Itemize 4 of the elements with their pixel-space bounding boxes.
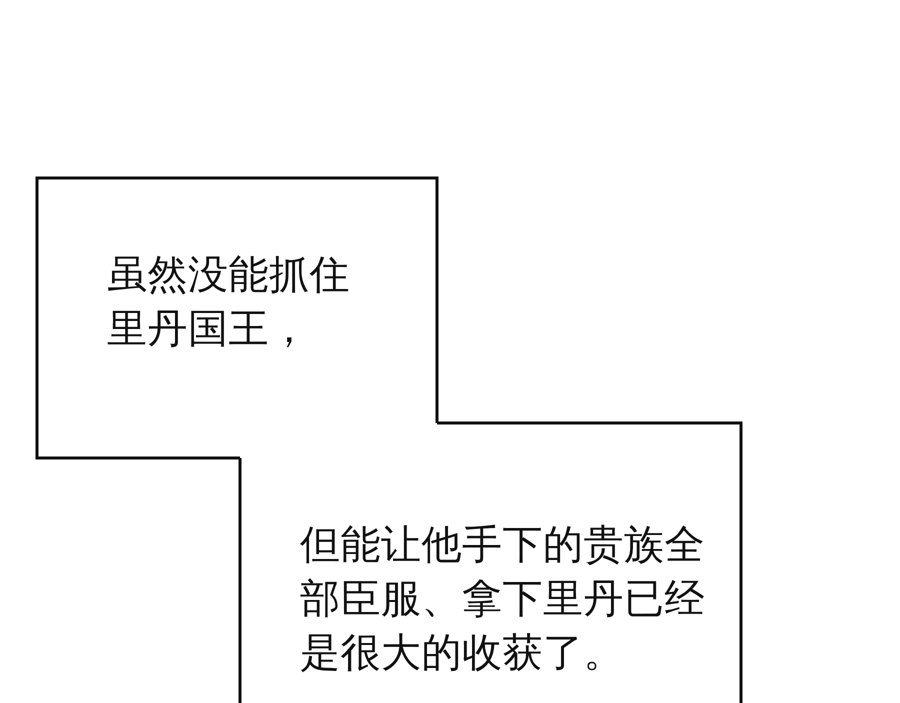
dialogue-text: 虽然没能抓住里丹国王， (107, 251, 351, 354)
dialogue-text: 但能让他手下的贵族全部臣服、拿下里丹已经是很大的收获了。 (300, 521, 706, 678)
speech-box (37, 178, 437, 458)
speech-box (240, 423, 741, 703)
